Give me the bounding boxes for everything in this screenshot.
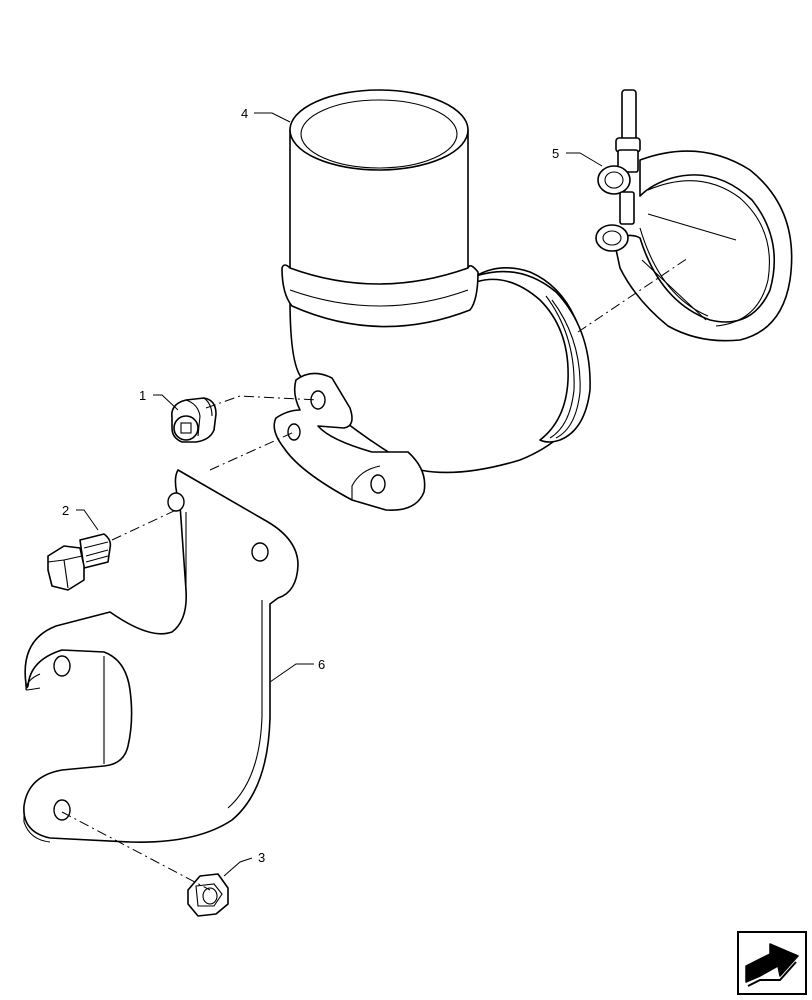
callout-3: 3 bbox=[258, 850, 265, 865]
assembly-center-lines bbox=[61, 257, 689, 891]
callout-1: 1 bbox=[139, 388, 146, 403]
set-screw-part-1 bbox=[170, 397, 217, 443]
bracket-upper-foot-hole bbox=[53, 655, 71, 677]
callout-6: 6 bbox=[318, 657, 325, 672]
bracket-part-6 bbox=[23, 469, 299, 843]
callout-4: 4 bbox=[241, 106, 248, 121]
callout-2: 2 bbox=[62, 503, 69, 518]
band-clamp-part-5 bbox=[595, 89, 793, 342]
bracket-top-hole-1 bbox=[167, 492, 185, 512]
next-page-arrow-icon[interactable] bbox=[737, 931, 807, 995]
callout-5: 5 bbox=[552, 146, 559, 161]
pipe-tab-hole-2 bbox=[287, 423, 301, 441]
bracket-lower-foot-hole bbox=[53, 799, 71, 821]
hex-bolt-part-2 bbox=[47, 533, 112, 591]
callout-leaders bbox=[76, 112, 603, 877]
pipe-tab-hole-3 bbox=[370, 474, 386, 494]
elbow-pipe-part-4 bbox=[273, 89, 591, 511]
hex-nut-part-3 bbox=[187, 873, 229, 917]
bracket-top-hole-2 bbox=[251, 542, 269, 562]
